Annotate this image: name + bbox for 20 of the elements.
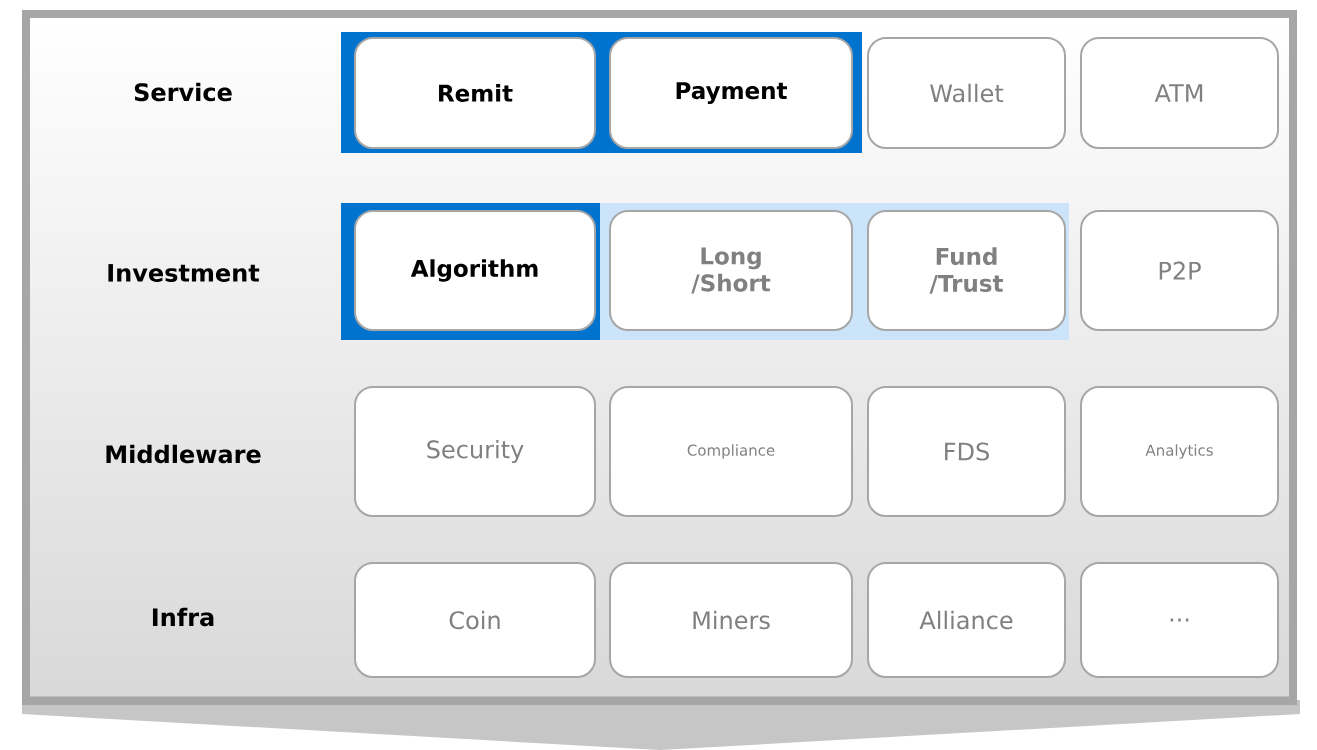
category-box: Algorithm <box>354 210 596 331</box>
category-box: ATM <box>1080 37 1279 149</box>
category-box: Security <box>354 386 596 517</box>
row-label: Infra <box>152 607 214 627</box>
category-box: ... <box>1080 562 1279 678</box>
row-label: Investment <box>108 264 260 282</box>
category-box: FDS <box>867 386 1066 517</box>
row-label: Service <box>134 82 232 102</box>
category-box: Analytics <box>1080 386 1279 517</box>
category-box: Fund /Trust <box>867 210 1066 331</box>
category-box: Coin <box>354 562 596 678</box>
category-box: Compliance <box>609 386 853 517</box>
category-box: Alliance <box>867 562 1066 678</box>
category-box: P2P <box>1080 210 1279 331</box>
category-box: Payment <box>609 37 853 149</box>
category-box: Miners <box>609 562 853 678</box>
category-box: Long /Short <box>609 210 853 331</box>
row-label: Middleware <box>106 444 261 464</box>
category-box: Wallet <box>867 37 1066 149</box>
category-box: Remit <box>354 37 596 149</box>
